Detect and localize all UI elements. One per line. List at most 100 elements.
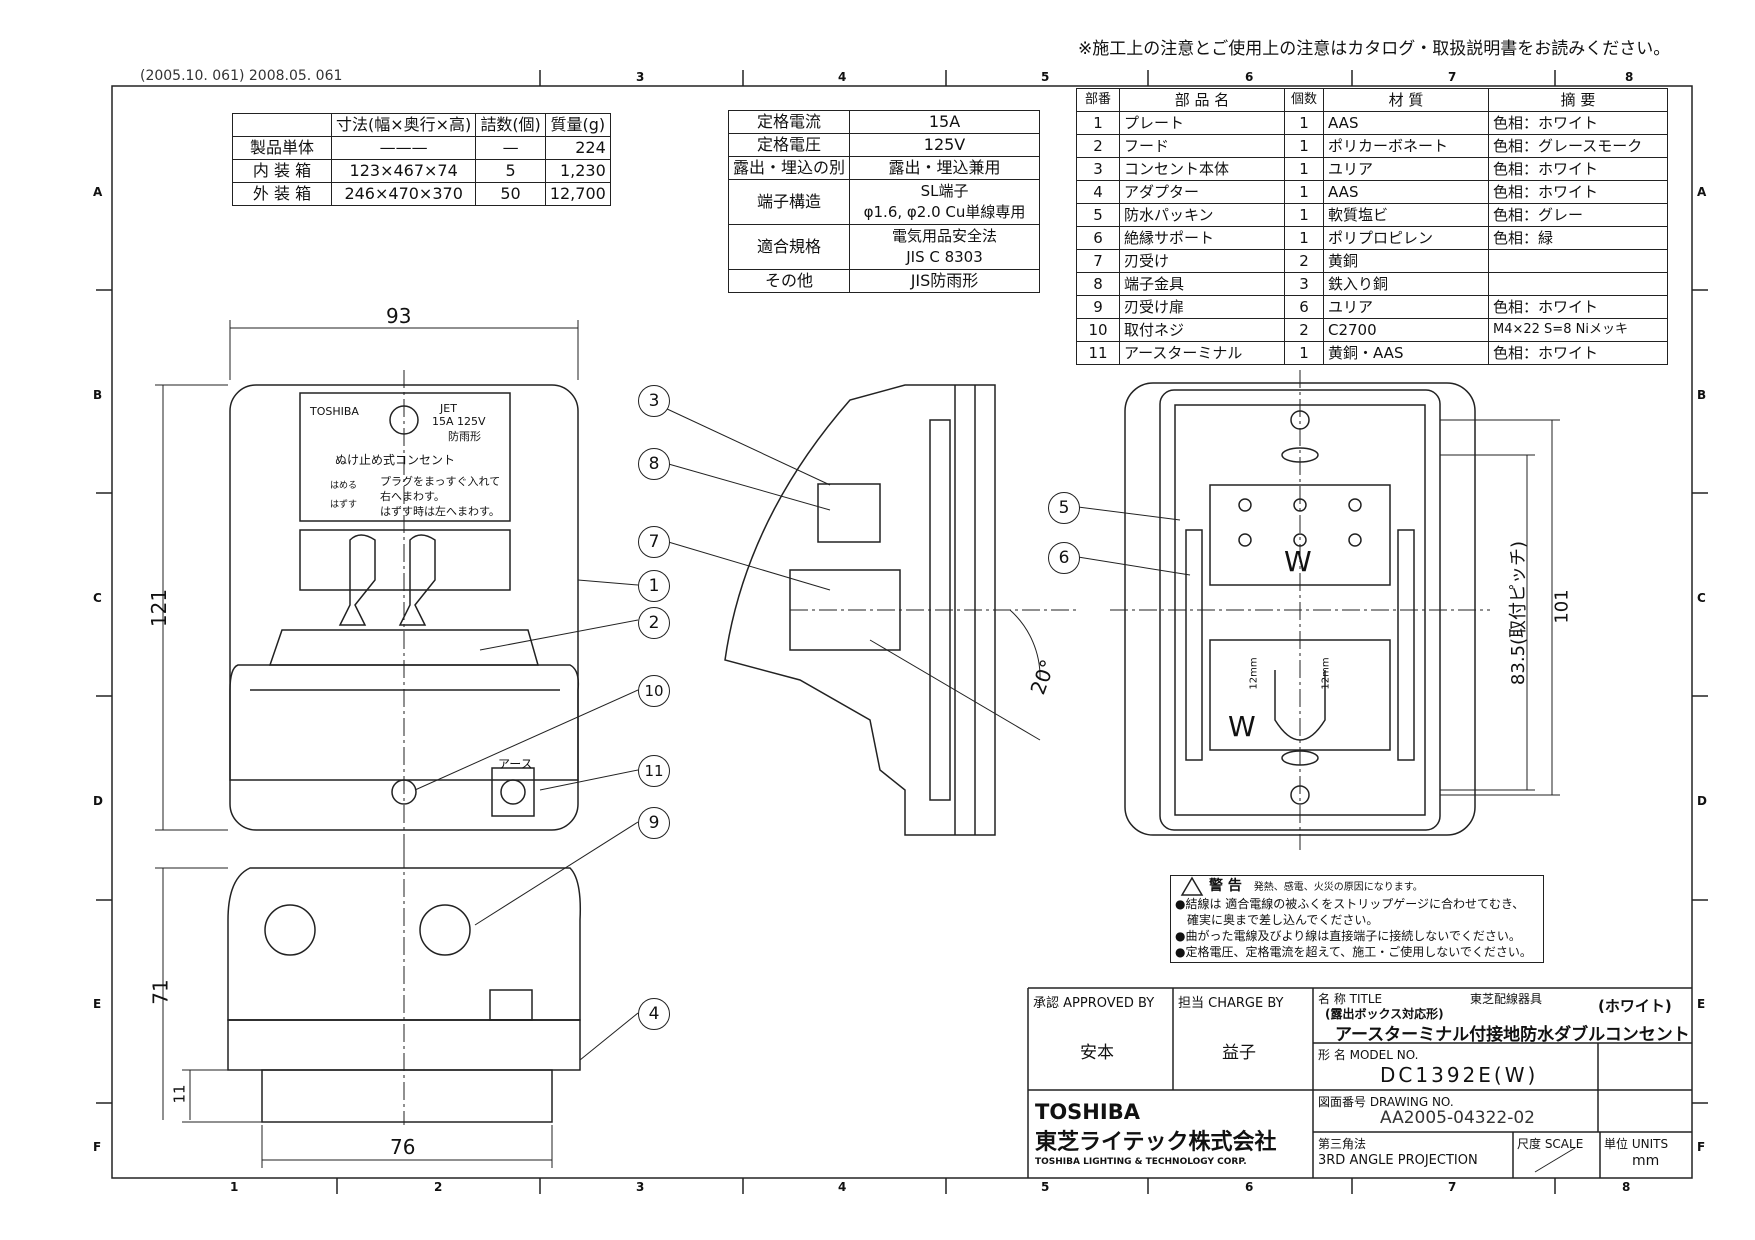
dim-front-height: 121 <box>147 588 172 628</box>
parts-cell: 絶縁サポート <box>1119 226 1285 250</box>
parts-cell: 色相：グレースモーク <box>1488 134 1668 158</box>
plate-brand: TOSHIBA <box>310 405 359 418</box>
rear-view <box>1110 370 1490 850</box>
packing-cell: 12,700 <box>544 182 611 206</box>
col-7: 7 <box>1448 70 1457 84</box>
packing-cell: 製品単体 <box>232 136 332 160</box>
dim-bottom-small: 11 <box>170 1084 189 1104</box>
top-note: ※施工上の注意とご使用上の注意はカタログ・取扱説明書をお読みください。 <box>1078 39 1671 59</box>
plate-title: ぬけ止め式コンセント <box>335 453 456 467</box>
row-f: F <box>93 1140 102 1154</box>
dim-front-width: 93 <box>386 304 412 328</box>
packing-cell: ——— <box>330 136 477 160</box>
dim-bottom-width: 76 <box>390 1135 416 1159</box>
parts-cell: 10 <box>1076 318 1120 342</box>
plate-rain: 防雨形 <box>448 430 481 443</box>
packing-cell: 123×467×74 <box>330 159 477 183</box>
front-view <box>229 370 580 850</box>
title-label: 名 称 TITLE <box>1318 992 1383 1006</box>
callout-5: 5 <box>1048 492 1080 524</box>
parts-cell: M4×22 S=8 Niメッキ <box>1488 318 1668 342</box>
col-4: 4 <box>838 70 847 84</box>
charge-name: 益子 <box>1222 1043 1256 1063</box>
packing-cell: 246×470×370 <box>330 182 477 206</box>
bottom-view <box>227 850 582 1125</box>
parts-cell: 1 <box>1284 180 1324 204</box>
col-7-bottom: 7 <box>1448 1180 1457 1194</box>
approved-name: 安本 <box>1080 1043 1114 1063</box>
parts-header: 部番 <box>1076 88 1120 112</box>
units-value: mm <box>1632 1153 1660 1169</box>
callout-8: 8 <box>638 448 670 480</box>
approved-label: 承認 APPROVED BY <box>1033 996 1155 1011</box>
col-3-bottom: 3 <box>636 1180 645 1194</box>
packing-header-3: 質量(g) <box>544 113 611 137</box>
rear-w-bottom: W <box>1228 710 1256 743</box>
packing-cell: 内 装 箱 <box>232 159 332 183</box>
col-8: 8 <box>1625 70 1634 84</box>
parts-cell: 黄銅 <box>1323 249 1489 273</box>
spec-value: JIS防雨形 <box>849 269 1040 293</box>
row-b-right: B <box>1697 388 1707 402</box>
col-3: 3 <box>636 70 645 84</box>
parts-cell: 6 <box>1076 226 1120 250</box>
parts-cell: AAS <box>1323 180 1489 204</box>
units-label: 単位 UNITS <box>1604 1137 1669 1151</box>
parts-cell: 色相：ホワイト <box>1488 295 1668 319</box>
parts-cell: 2 <box>1284 249 1324 273</box>
col-2-bottom: 2 <box>434 1180 443 1194</box>
warning-line: ●結線は 適合電線の被ふくをストリップゲージに合わせてむき、 <box>1175 897 1525 911</box>
parts-cell: アダプター <box>1119 180 1285 204</box>
parts-cell: 軟質塩ビ <box>1323 203 1489 227</box>
row-a-right: A <box>1697 185 1707 199</box>
parts-cell: 鉄入り銅 <box>1323 272 1489 296</box>
parts-cell: AAS <box>1323 111 1489 135</box>
warning-sub: 発熱、感電、火災の原因になります。 <box>1253 882 1423 893</box>
parts-cell: ポリカーボネート <box>1323 134 1489 158</box>
packing-cell: — <box>475 136 546 160</box>
parts-cell: 刃受け <box>1119 249 1285 273</box>
warning-line: 確実に奥まで差し込んでください。 <box>1175 913 1379 927</box>
row-d-right: D <box>1697 794 1707 808</box>
packing-table: 寸法(幅×奥行×高) 詰数(個) 質量(g) 製品単体 ——— — 224 内 … <box>232 113 611 206</box>
plate-remove: はずす <box>330 500 358 510</box>
parts-cell: 黄銅・AAS <box>1323 341 1489 365</box>
parts-cell: 6 <box>1284 295 1324 319</box>
parts-cell: 1 <box>1284 341 1324 365</box>
warning-line: ●定格電圧、定格電流を超えて、施工・ご使用しないでください。 <box>1175 945 1532 959</box>
row-f-right: F <box>1697 1140 1706 1154</box>
drawing-number: AA2005-04322-02 <box>1380 1108 1535 1128</box>
parts-cell: 取付ネジ <box>1119 318 1285 342</box>
projection-label: 第三角法 <box>1318 1137 1367 1151</box>
side-view <box>724 384 1080 836</box>
packing-cell: 1,230 <box>544 159 611 183</box>
spec-label: 定格電圧 <box>727 133 851 157</box>
dim-rear-height: 101 <box>1551 589 1573 624</box>
callout-9: 9 <box>638 807 670 839</box>
parts-cell <box>1488 249 1668 273</box>
parts-cell: C2700 <box>1323 318 1489 342</box>
parts-cell: 色相：ホワイト <box>1488 157 1668 181</box>
parts-cell: 9 <box>1076 295 1120 319</box>
dim-bottom-height: 71 <box>148 979 173 1005</box>
callout-3: 3 <box>638 385 670 417</box>
warning-line: ●曲がった電線及びより線は直接端子に接続しないでください。 <box>1175 929 1521 943</box>
row-e-right: E <box>1697 997 1706 1011</box>
plate-instr-2: 右へまわす。 <box>380 490 445 503</box>
spec-value: SL端子 φ1.6, φ2.0 Cu単線専用 <box>849 179 1040 225</box>
charge-label: 担当 CHARGE BY <box>1178 996 1284 1011</box>
parts-cell: 1 <box>1284 226 1324 250</box>
spec-value: 電気用品安全法 JIS C 8303 <box>849 224 1040 270</box>
parts-cell: 色相：ホワイト <box>1488 341 1668 365</box>
parts-cell: 1 <box>1284 203 1324 227</box>
col-8-bottom: 8 <box>1622 1180 1631 1194</box>
plate-jet: JET <box>440 402 457 415</box>
company-name-jp: 東芝ライテック株式会社 <box>1035 1130 1277 1155</box>
warning-heading: 警 告 <box>1209 878 1242 894</box>
callout-2: 2 <box>638 607 670 639</box>
spec-label: その他 <box>727 269 851 293</box>
